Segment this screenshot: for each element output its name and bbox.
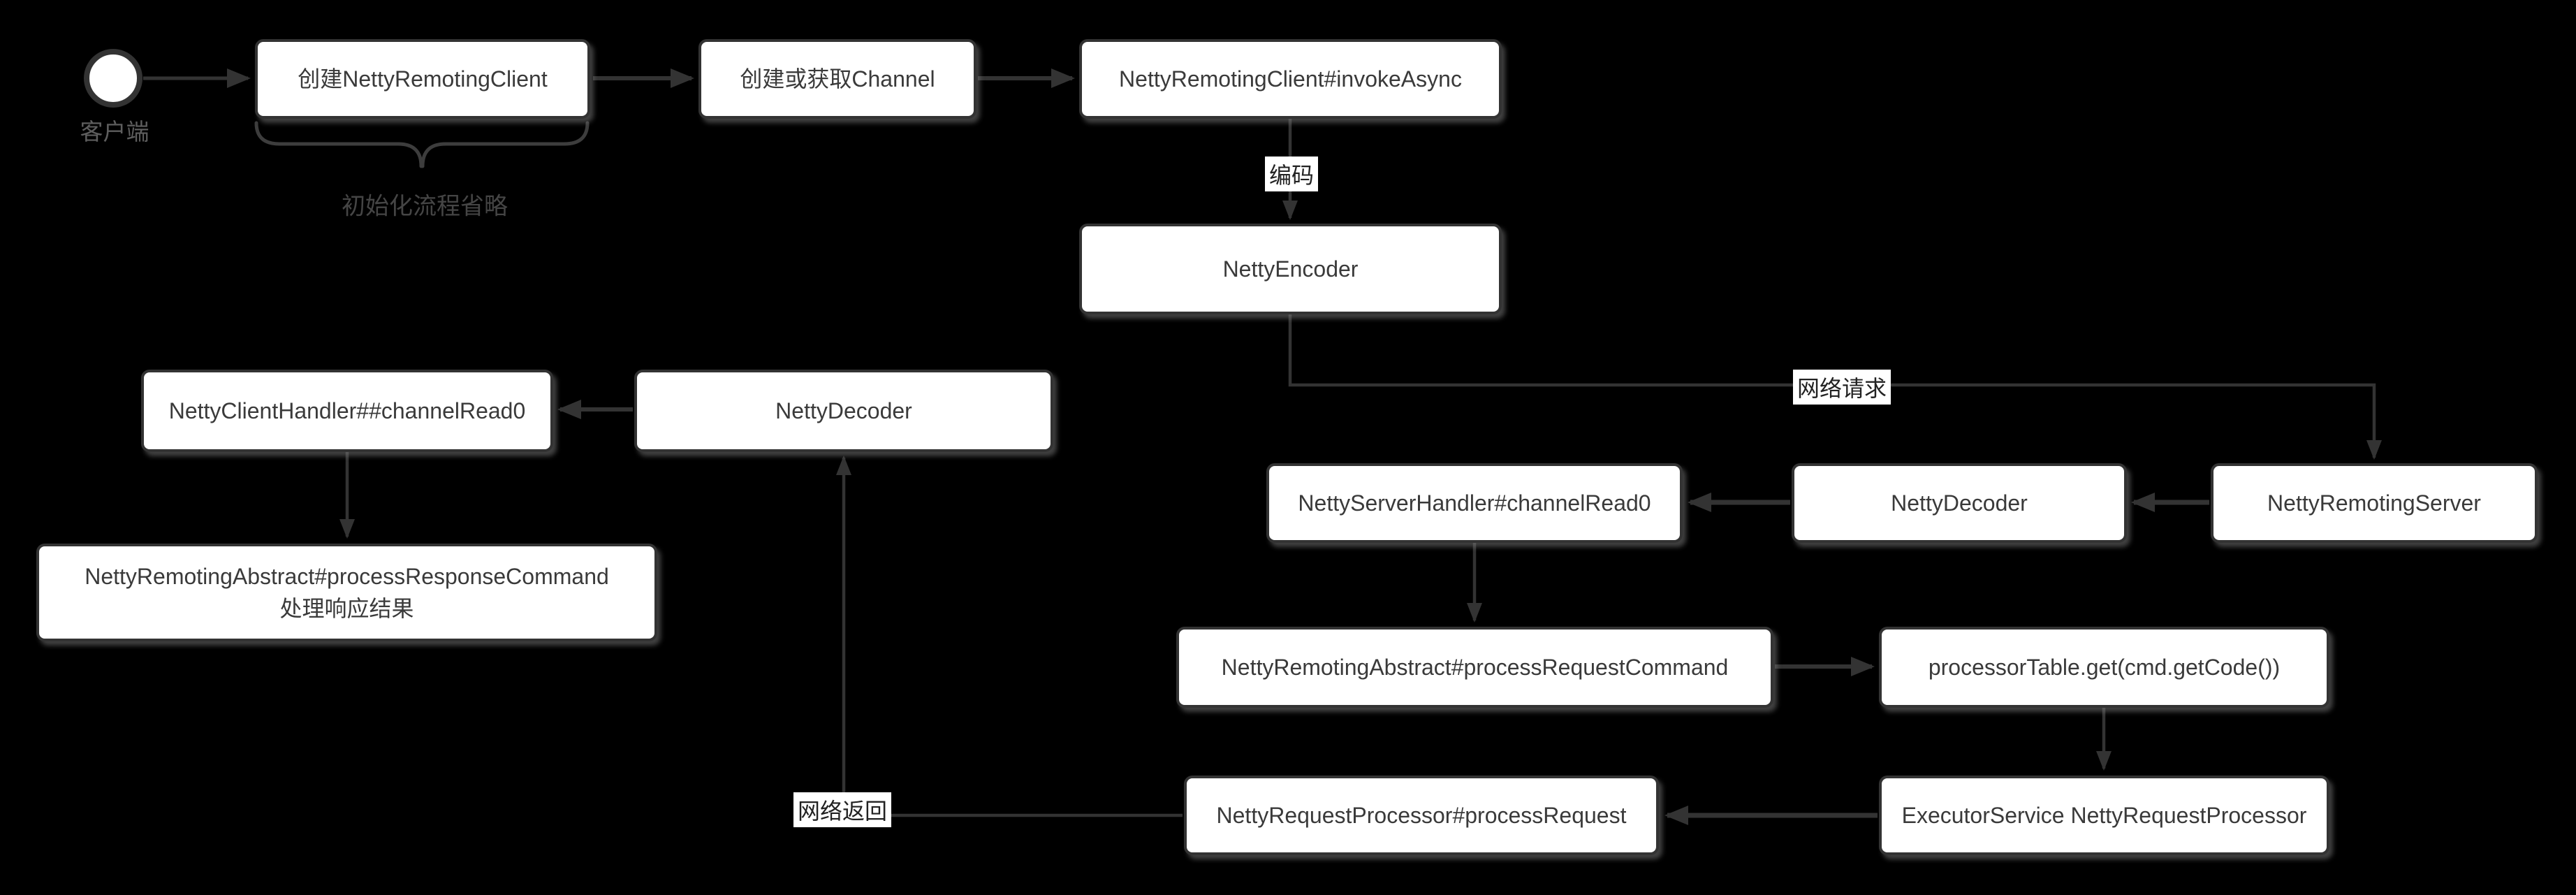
node-executor-service: ExecutorService NettyRequestProcessor	[1879, 776, 2329, 855]
process-response-line1: NettyRemotingAbstract#processResponseCom…	[85, 563, 609, 589]
edge-process-request-to-client-decoder	[836, 456, 1183, 817]
node-processor-table-get: processorTable.get(cmd.getCode())	[1879, 627, 2329, 708]
node-process-request-command: NettyRemotingAbstract#processRequestComm…	[1176, 627, 1773, 708]
node-netty-encoder: NettyEncoder	[1079, 224, 1502, 314]
node-client-netty-decoder: NettyDecoder	[634, 370, 1053, 452]
init-omitted-brace	[254, 121, 590, 168]
node-create-or-get-channel: 创建或获取Channel	[698, 39, 976, 119]
client-actor-label: 客户端	[80, 119, 149, 145]
node-create-netty-remoting-client: 创建NettyRemotingClient	[255, 39, 590, 119]
init-omitted-note: 初始化流程省略	[342, 193, 508, 220]
client-start-circle	[84, 49, 142, 108]
node-process-response-command: NettyRemotingAbstract#processResponseCom…	[36, 544, 657, 641]
edge-label-encode: 编码	[1264, 157, 1319, 191]
node-netty-remoting-server: NettyRemotingServer	[2211, 463, 2538, 543]
edge-label-network-request: 网络请求	[1792, 370, 1891, 405]
edge-label-network-return: 网络返回	[793, 792, 892, 827]
node-netty-server-handler: NettyServerHandler#channelRead0	[1266, 463, 1683, 543]
node-process-request: NettyRequestProcessor#processRequest	[1184, 776, 1659, 855]
process-response-line2: 处理响应结果	[279, 596, 414, 621]
node-server-netty-decoder: NettyDecoder	[1792, 463, 2127, 543]
node-invoke-async: NettyRemotingClient#invokeAsync	[1079, 39, 1502, 119]
node-netty-client-handler: NettyClientHandler##channelRead0	[141, 370, 553, 452]
